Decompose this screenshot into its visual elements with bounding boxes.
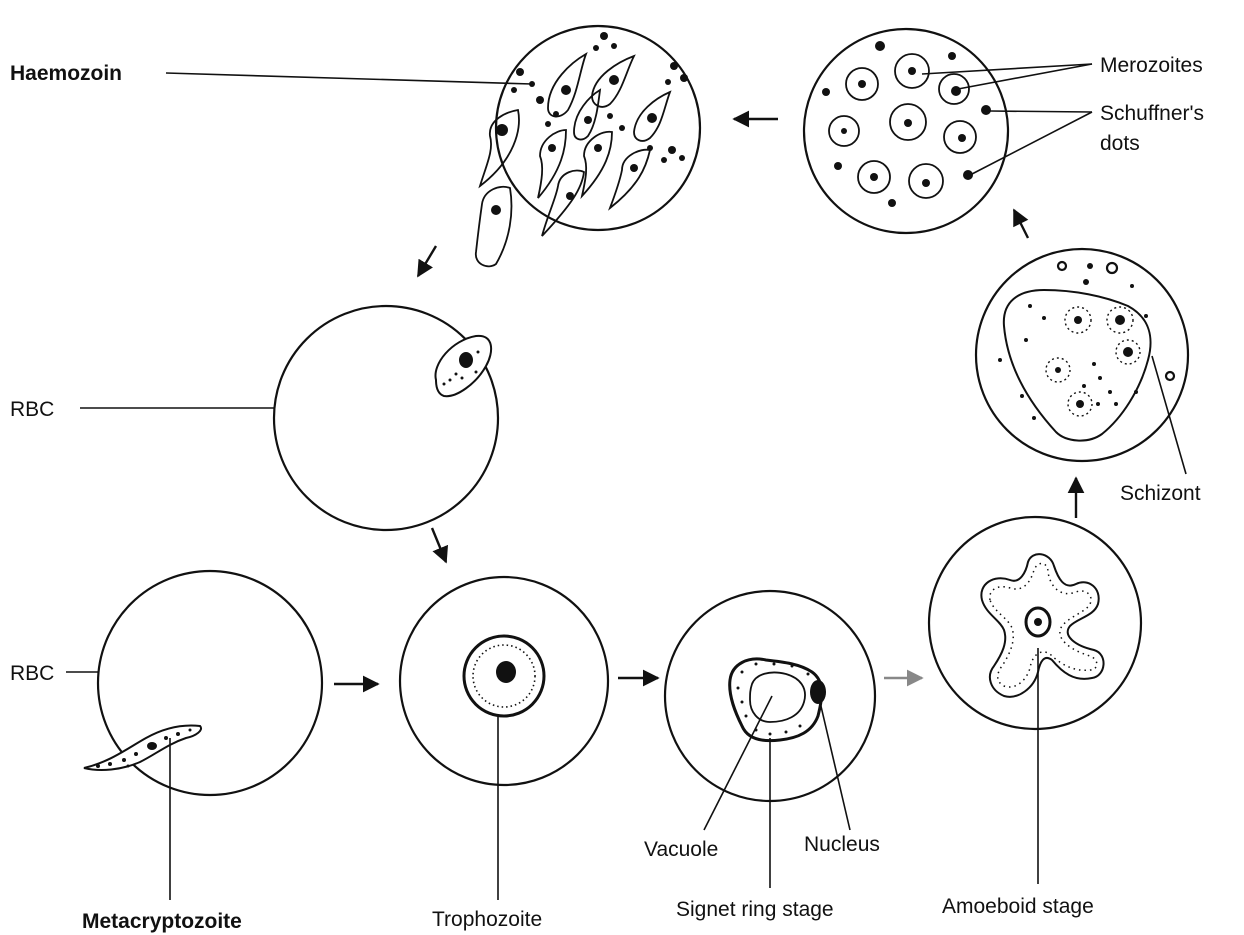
merozoite-cell bbox=[804, 29, 1092, 233]
merozoites-label: Merozoites bbox=[1100, 54, 1203, 77]
metacryptozoite-body bbox=[84, 726, 201, 771]
rbc-top-label: RBC bbox=[10, 398, 54, 421]
nucleus-pointer-line bbox=[820, 702, 850, 830]
haemozoin-label: Haemozoin bbox=[10, 62, 122, 85]
amoeboid-nucleolus bbox=[1034, 618, 1042, 626]
signet-ring-stage-label: Signet ring stage bbox=[676, 898, 834, 921]
merozoites bbox=[829, 54, 976, 198]
haemozoin-pointer-line bbox=[166, 73, 532, 84]
schuffners-dots-label-line1: Schuffner's bbox=[1100, 102, 1204, 125]
metacryptozoite-label: Metacryptozoite bbox=[82, 910, 242, 933]
schizont-label: Schizont bbox=[1120, 482, 1201, 505]
schuffners-dots-label-line2: dots bbox=[1100, 132, 1140, 155]
metacryptozoite-nucleus bbox=[147, 742, 157, 750]
rbc-bottom-label: RBC bbox=[10, 662, 54, 685]
schizont-cell bbox=[976, 249, 1188, 474]
arrow-rbc-to-trophozoite bbox=[432, 528, 446, 562]
nucleus-label: Nucleus bbox=[804, 833, 880, 856]
trophozoite-label: Trophozoite bbox=[432, 908, 542, 931]
schuffners-pointer-line-2 bbox=[972, 112, 1092, 174]
amoeboid-stage-label: Amoeboid stage bbox=[942, 895, 1094, 918]
rupturing-rbc-with-merozoites bbox=[166, 26, 700, 266]
trophozoite-nucleus bbox=[496, 661, 516, 683]
signet-ring-vacuole bbox=[750, 672, 805, 722]
arrow-haemozoin-to-rbc bbox=[418, 246, 436, 276]
signet-ring-nucleus bbox=[810, 680, 826, 704]
amoeboid-cell bbox=[929, 517, 1141, 884]
arrow-schizont-to-merozoites bbox=[1014, 210, 1028, 238]
schuffners-pointer-line-1 bbox=[990, 111, 1092, 112]
cycle-arrows bbox=[334, 119, 1076, 684]
trophozoite-cell bbox=[400, 577, 608, 900]
rbc-with-merozoite bbox=[80, 306, 498, 530]
schizont-pointer-line bbox=[1152, 356, 1186, 474]
schizont-body bbox=[1004, 290, 1151, 441]
schizont-nuclei-outlines bbox=[1046, 307, 1140, 416]
merozoite-nucleus bbox=[459, 352, 473, 368]
schizont-granules bbox=[998, 284, 1138, 420]
vacuole-label: Vacuole bbox=[644, 838, 718, 861]
rbc-with-metacryptozoite bbox=[66, 571, 322, 900]
